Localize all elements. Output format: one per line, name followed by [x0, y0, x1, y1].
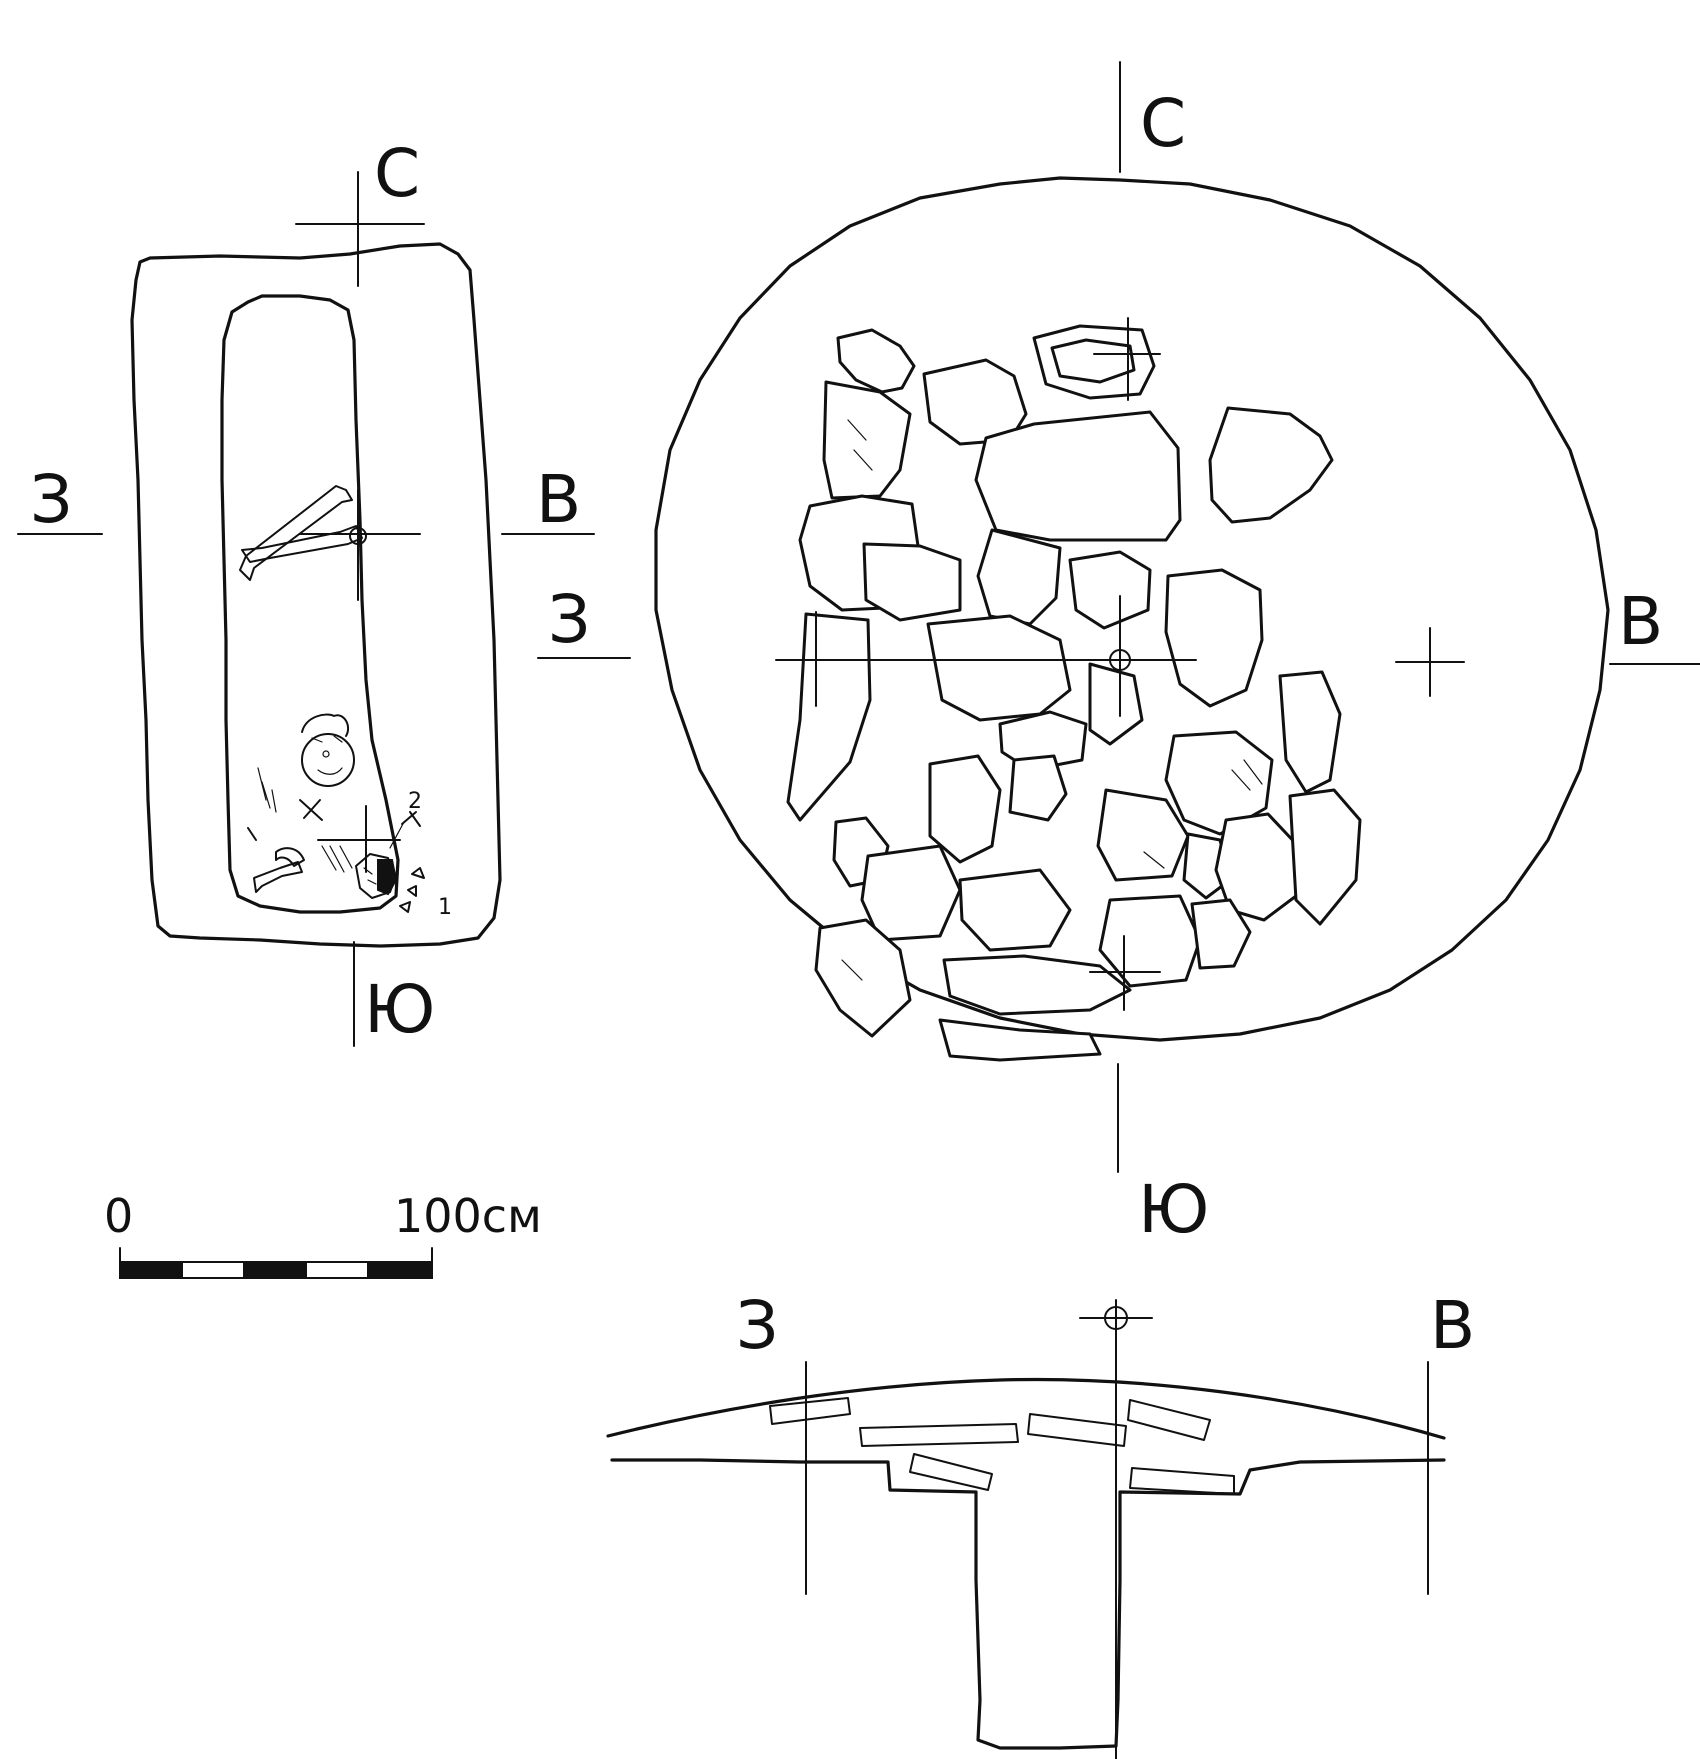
- grave-south-label: Ю: [364, 971, 435, 1048]
- mound-surface: [606, 1377, 1446, 1440]
- scattered-bones: [247, 767, 421, 893]
- mound-outline: [654, 176, 1610, 1042]
- ground-line-and-pit: [610, 1458, 1446, 1750]
- mound-south-label: Ю: [1138, 1171, 1209, 1248]
- section-west-label: З: [736, 1287, 778, 1364]
- section-datum: [1104, 1306, 1128, 1330]
- mound-east-label: В: [1618, 583, 1663, 660]
- grave-east-label: В: [536, 461, 581, 538]
- skull: [301, 713, 355, 787]
- mound-west-label: З: [548, 581, 590, 658]
- scale-bar: 0 100см: [104, 1189, 542, 1279]
- grave-north-label: С: [374, 135, 420, 212]
- stone-cover: [786, 324, 1362, 1062]
- find-label-1: 1: [438, 895, 452, 920]
- grave-pit-outline: [130, 242, 502, 948]
- scale-start-label: 0: [104, 1189, 133, 1243]
- mound-north-label: С: [1140, 85, 1186, 162]
- crossed-bones: [239, 485, 363, 581]
- burial-chamber-outline: [220, 294, 400, 914]
- scale-end-label: 100см: [394, 1189, 542, 1243]
- mound-plan: С Ю З В: [537, 61, 1700, 1248]
- grave-plan: С Ю З В: [17, 135, 595, 1048]
- section-profile: З В: [606, 1287, 1475, 1759]
- find-cluster: 1 2: [355, 789, 452, 920]
- section-east-label: В: [1430, 1287, 1475, 1364]
- section-stones: [769, 1397, 1235, 1495]
- grave-west-label: З: [30, 461, 72, 538]
- mound-center-datum: [1109, 649, 1131, 671]
- find-label-2: 2: [408, 789, 422, 814]
